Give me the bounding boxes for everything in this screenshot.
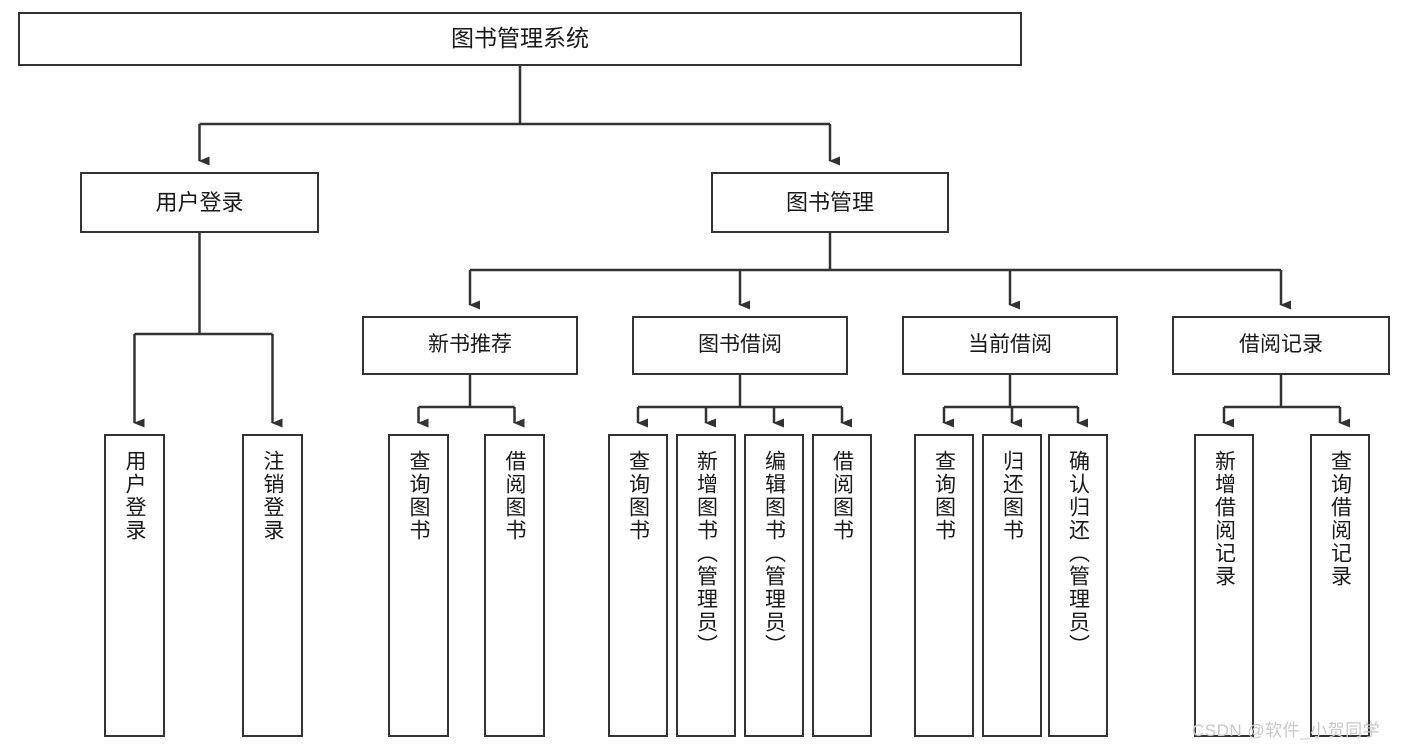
node-label: 查询图书 xyxy=(407,450,430,542)
node-leaf-query-book-2[interactable]: 查询图书 xyxy=(608,434,668,737)
node-leaf-logout[interactable]: 注销登录 xyxy=(242,434,303,737)
node-label: 当前借阅 xyxy=(968,333,1052,357)
node-leaf-query-book-3[interactable]: 查询图书 xyxy=(914,434,974,737)
node-label: 用户登录 xyxy=(155,189,244,215)
node-user-login[interactable]: 用户登录 xyxy=(80,172,319,233)
node-leaf-query-record[interactable]: 查询借阅记录 xyxy=(1310,434,1370,737)
node-label: 确认归还（管理员） xyxy=(1066,450,1090,657)
node-label: 用户登录 xyxy=(123,450,146,542)
node-book-manage[interactable]: 图书管理 xyxy=(711,172,949,233)
node-leaf-user-login[interactable]: 用户登录 xyxy=(104,434,165,737)
node-leaf-return-book[interactable]: 归还图书 xyxy=(982,434,1042,737)
node-leaf-query-book-1[interactable]: 查询图书 xyxy=(388,434,449,737)
node-label: 借阅图书 xyxy=(830,450,854,542)
node-leaf-borrow-book-2[interactable]: 借阅图书 xyxy=(812,434,872,737)
node-label: 编辑图书（管理员） xyxy=(762,450,786,657)
node-leaf-confirm-return[interactable]: 确认归还（管理员） xyxy=(1048,434,1108,737)
node-leaf-add-record[interactable]: 新增借阅记录 xyxy=(1194,434,1254,737)
node-label: 查询借阅记录 xyxy=(1328,450,1352,588)
node-leaf-borrow-book-1[interactable]: 借阅图书 xyxy=(484,434,545,737)
node-label: 借阅图书 xyxy=(503,450,526,542)
node-label: 新增借阅记录 xyxy=(1212,450,1236,588)
node-label: 图书管理系统 xyxy=(451,25,589,52)
node-label: 注销登录 xyxy=(261,450,284,542)
node-label: 借阅记录 xyxy=(1239,333,1323,357)
node-borrow-record[interactable]: 借阅记录 xyxy=(1172,316,1390,375)
node-label: 图书借阅 xyxy=(698,333,782,357)
node-leaf-edit-book[interactable]: 编辑图书（管理员） xyxy=(744,434,804,737)
node-label: 查询图书 xyxy=(626,450,650,542)
node-new-book-recommend[interactable]: 新书推荐 xyxy=(362,316,578,375)
node-book-borrow[interactable]: 图书借阅 xyxy=(632,316,848,375)
node-label: 归还图书 xyxy=(1000,450,1024,542)
csdn-watermark: CSDN @软件_小贺同学 xyxy=(1192,721,1381,740)
node-label: 图书管理 xyxy=(785,189,874,215)
node-current-borrow[interactable]: 当前借阅 xyxy=(902,316,1118,375)
node-leaf-add-book[interactable]: 新增图书（管理员） xyxy=(676,434,736,737)
node-label: 查询图书 xyxy=(932,450,956,542)
node-root[interactable]: 图书管理系统 xyxy=(18,12,1022,66)
node-label: 新增图书（管理员） xyxy=(694,450,718,657)
node-label: 新书推荐 xyxy=(428,333,512,357)
